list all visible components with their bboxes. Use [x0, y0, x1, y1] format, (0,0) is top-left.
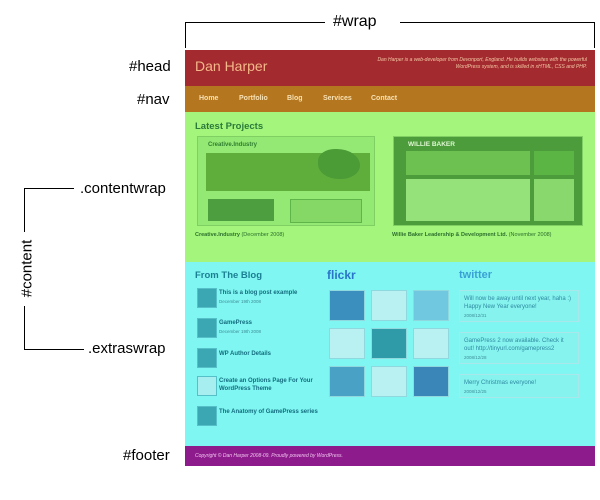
footer-region: Copyright © Dan Harper 2008-09. Proudly …	[185, 446, 595, 466]
nav-item-blog[interactable]: Blog	[287, 95, 303, 102]
nav-label: #nav	[137, 91, 170, 108]
content-bracket-bottom	[24, 349, 84, 350]
tweet-box-1: Will now be away until next year, haha :…	[459, 290, 579, 322]
blog-post-title-1[interactable]: This is a blog post example	[219, 290, 298, 296]
project-name-1[interactable]: Creative.Industry	[195, 232, 240, 238]
content-bracket-lower	[24, 306, 25, 350]
blog-post-thumbnail[interactable]	[197, 348, 217, 368]
footer-label: #footer	[123, 447, 170, 464]
blog-post-thumbnail[interactable]	[197, 406, 217, 426]
nav-item-portfolio[interactable]: Portfolio	[239, 95, 268, 102]
shot2-body	[406, 179, 530, 221]
blog-post-thumbnail[interactable]	[197, 318, 217, 338]
tweet-date-1: 2008/12/31	[464, 313, 487, 318]
flickr-photo[interactable]	[371, 366, 407, 397]
project-thumbnail-creative-industry[interactable]: Creative.Industry	[197, 136, 375, 226]
blog-post-title-3[interactable]: WP Author Details	[219, 351, 272, 357]
blog-post-date-1: December 19th 2008	[219, 299, 262, 304]
wrap-bracket-left-tick	[185, 22, 186, 48]
project-caption-1: Creative.Industry (December 2008)	[195, 232, 284, 238]
tweet-box-3: Merry Christmas everyone! 2008/12/25	[459, 374, 579, 398]
blog-post-title-4[interactable]: Create an Options Page For Your WordPres…	[219, 378, 313, 392]
content-label: #content	[18, 239, 36, 298]
flickr-logo: flickr	[327, 268, 356, 282]
flickr-photo[interactable]	[329, 328, 365, 359]
blog-post-date-2: December 19th 2008	[219, 329, 262, 334]
shot2-brand: WILLIE BAKER	[408, 141, 455, 148]
flickr-photo[interactable]	[371, 290, 407, 321]
latest-projects-heading: Latest Projects	[195, 121, 264, 132]
tweet-text-3: Merry Christmas everyone!	[464, 380, 537, 386]
site-title: Dan Harper	[195, 58, 268, 74]
shot1-brand: Creative.Industry	[208, 142, 258, 148]
flickr-photo[interactable]	[413, 366, 449, 397]
blog-post-title-5[interactable]: The Anatomy of GamePress series	[219, 409, 318, 415]
nav-region: Home Portfolio Blog Services Contact	[185, 86, 595, 112]
shot2-sidebar	[534, 179, 574, 221]
extraswrap-region: From The Blog This is a blog post exampl…	[185, 262, 595, 446]
project-thumbnail-willie-baker[interactable]: WILLIE BAKER	[393, 136, 583, 226]
wrap-bracket-left-line	[185, 22, 325, 23]
contentwrap-label: .contentwrap	[80, 180, 166, 197]
contentwrap-region: Latest Projects Creative.Industry WILLIE…	[185, 112, 595, 262]
website-mockup: Dan Harper Dan Harper is a web-developer…	[185, 50, 595, 466]
shot2-side-panel	[534, 151, 574, 175]
tweet-text-2: GamePress 2 now available. Check it out!…	[464, 338, 564, 352]
project-date-1: (December 2008)	[241, 232, 285, 238]
flickr-photo[interactable]	[413, 290, 449, 321]
project-name-2[interactable]: Willie Baker Leadership & Development Lt…	[392, 232, 508, 238]
site-blurb: Dan Harper is a web-developer from Devon…	[377, 57, 587, 70]
flickr-photo[interactable]	[371, 328, 407, 359]
head-label: #head	[129, 58, 171, 75]
nav-item-contact[interactable]: Contact	[371, 95, 398, 102]
blog-heading: From The Blog	[195, 270, 263, 281]
tweet-text-1: Will now be away until next year, haha :…	[464, 296, 572, 310]
wrap-bracket-right-line	[400, 22, 594, 23]
blog-post-thumbnail[interactable]	[197, 288, 217, 308]
wrap-label: #wrap	[333, 13, 377, 30]
flickr-photo[interactable]	[329, 366, 365, 397]
head-region: Dan Harper Dan Harper is a web-developer…	[185, 50, 595, 86]
nav-item-home[interactable]: Home	[199, 95, 219, 102]
blog-post-title-2[interactable]: GamePress	[219, 320, 253, 326]
tweet-date-2: 2008/12/28	[464, 355, 487, 360]
footer-copyright: Copyright © Dan Harper 2008-09. Proudly …	[195, 453, 343, 459]
flickr-photo[interactable]	[329, 290, 365, 321]
shot2-banner	[406, 151, 530, 175]
extraswrap-label: .extraswrap	[88, 340, 166, 357]
tweet-date-3: 2008/12/25	[464, 389, 487, 394]
shot1-map-shape	[318, 149, 360, 179]
twitter-logo: twitter	[459, 269, 492, 281]
content-bracket-upper	[24, 188, 25, 232]
wrap-bracket-right-tick	[594, 22, 595, 48]
tweet-box-2: GamePress 2 now available. Check it out!…	[459, 332, 579, 364]
shot1-right-tile	[290, 199, 362, 223]
project-date-2: (November 2008)	[508, 232, 552, 238]
nav-item-services[interactable]: Services	[323, 95, 352, 102]
project-caption-2: Willie Baker Leadership & Development Lt…	[392, 232, 552, 238]
content-bracket-top	[24, 188, 74, 189]
shot1-left-tile	[208, 199, 274, 221]
flickr-photo[interactable]	[413, 328, 449, 359]
blog-post-thumbnail[interactable]	[197, 376, 217, 396]
